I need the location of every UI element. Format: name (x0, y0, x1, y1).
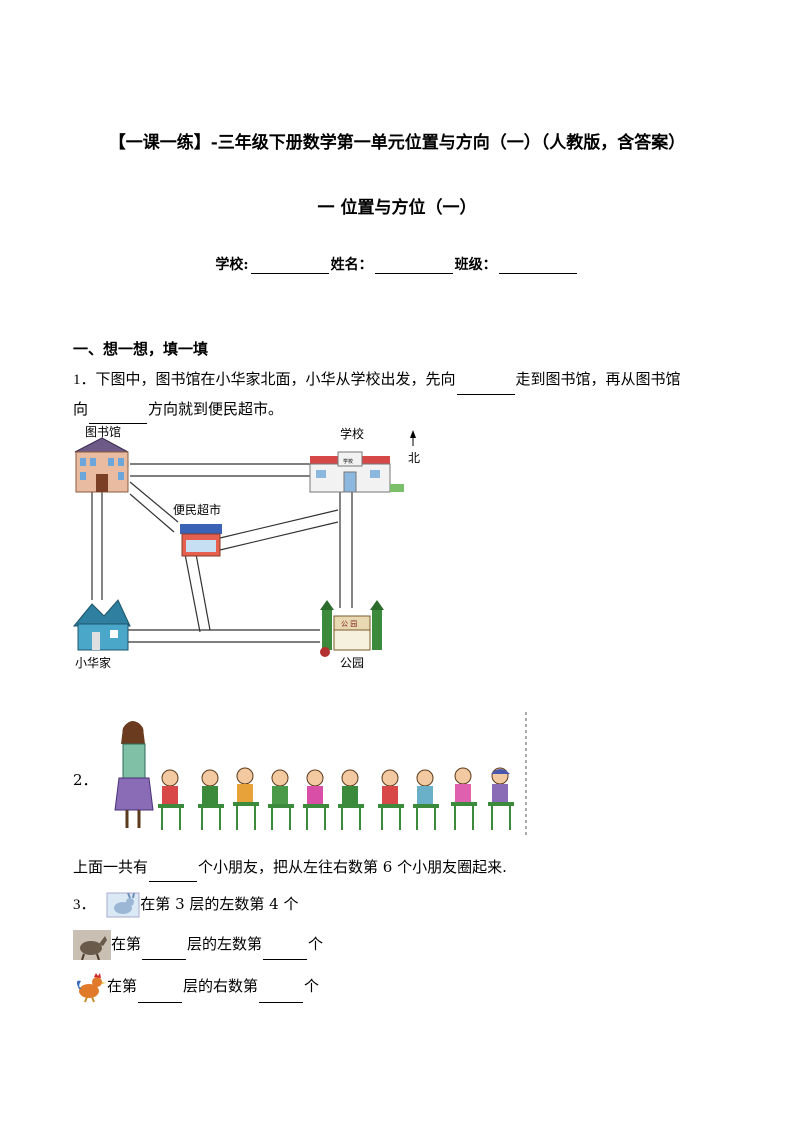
q3-row2-text-c: 个 (308, 935, 324, 953)
q3-row3-text-c: 个 (304, 977, 320, 995)
class-label: 班级： (454, 257, 497, 273)
school-label: 学校 (340, 426, 364, 441)
park-sign-text: 公 园 (341, 620, 357, 628)
north-arrow-icon (410, 430, 416, 446)
child-7-icon (378, 769, 404, 830)
child-6-icon[interactable] (338, 769, 364, 830)
child-2-icon (198, 769, 224, 830)
child-3-icon (233, 767, 259, 830)
section-heading: 一、想一想，填一填 (73, 340, 209, 358)
roads (91, 463, 353, 643)
child-8-icon (413, 769, 439, 830)
q3-row3-blank-1[interactable] (138, 986, 183, 1003)
library-building-icon (74, 437, 129, 493)
park-label: 公园 (340, 656, 364, 670)
library-label: 图书馆 (85, 424, 121, 439)
q3-row1-text: 在第 3 层的左数第 4 个 (140, 895, 299, 913)
q3-row3-text-a: 在第 (107, 977, 138, 995)
question-1-line-2: 向 方向就到便民超市。 (73, 394, 283, 424)
school-blank[interactable] (250, 259, 329, 274)
q1-blank-1[interactable] (456, 378, 515, 395)
child-9-icon (451, 767, 477, 830)
question-1-line-1: 1．下图中，图书馆在小华家北面，小华从学校出发，先向 走到图书馆，再从图书馆 (73, 364, 681, 395)
section-subtitle: 一 位置与方位（一） (317, 198, 477, 218)
q3-row2-blank-1[interactable] (142, 943, 187, 960)
q2-blank[interactable] (149, 865, 198, 882)
q1-text-b: 走到图书馆，再从图书馆 (515, 370, 681, 388)
q3-row2-text-b: 层的左数第 (187, 935, 263, 953)
school-building-icon (309, 451, 404, 493)
children-row (158, 767, 514, 830)
question-3-row-2: 在第 层的左数第 个 (73, 929, 324, 961)
rabbit-icon (106, 892, 140, 918)
rooster-icon (76, 973, 106, 1003)
q2-text-a: 上面一共有 (73, 858, 149, 876)
question-2-text: 上面一共有 个小朋友，把从左往右数第 6 个小朋友圈起来. (73, 852, 507, 882)
park-gate-icon (320, 600, 384, 657)
q3-row2-blank-2[interactable] (263, 943, 308, 960)
question-3-row-3: 在第 层的右数第 个 (73, 971, 319, 1003)
child-5-icon (303, 769, 329, 830)
document-title: 【一课一练】-三年级下册数学第一单元位置与方向（一）（人教版，含答案） (108, 133, 686, 153)
teacher-and-children-illustration (114, 712, 527, 838)
supermarket-building-icon (180, 524, 222, 557)
student-info-line: 学校: 姓名： 班级： (0, 254, 794, 274)
q3-row2-text-a: 在第 (111, 935, 142, 953)
school-sign-text: 学校 (343, 458, 353, 465)
q1-blank-2[interactable] (89, 407, 148, 424)
question-3-number: 3． (73, 897, 96, 913)
q1-text-d: 方向就到便民超市。 (148, 400, 284, 418)
q1-text-c: 向 (73, 400, 89, 418)
north-label: 北 (408, 451, 420, 465)
question-3-row-1: 3． 在第 3 层的左数第 4 个 (73, 889, 298, 920)
child-4-icon (268, 769, 294, 830)
name-label: 姓名： (330, 257, 373, 273)
child-1-icon (158, 769, 184, 830)
q3-row3-text-b: 层的右数第 (183, 977, 259, 995)
school-label: 学校: (215, 257, 249, 273)
name-blank[interactable] (374, 259, 453, 274)
q1-text-a: 下图中，图书馆在小华家北面，小华从学校出发，先向 (95, 370, 456, 388)
supermarket-label: 便民超市 (173, 502, 221, 517)
q3-row3-blank-2[interactable] (259, 986, 304, 1003)
teacher-icon (114, 721, 154, 828)
home-label: 小华家 (75, 655, 111, 670)
child-10-icon (488, 767, 514, 830)
horse-icon (73, 930, 111, 961)
q2-text-b: 个小朋友，把从左往右数第 6 个小朋友圈起来. (198, 858, 507, 876)
house-icon (72, 599, 131, 651)
class-blank[interactable] (498, 259, 577, 274)
location-map: 图书馆 学校 学校 北 便民超市 小华家 公 (72, 424, 420, 670)
question-1-number: 1． (73, 372, 96, 388)
question-2-number: 2． (73, 771, 98, 789)
